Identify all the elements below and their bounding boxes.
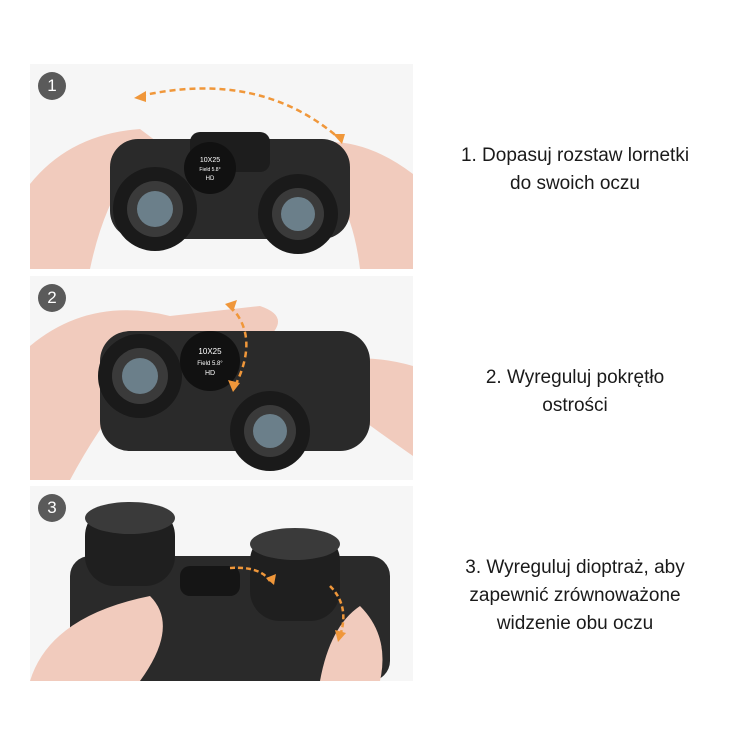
- step-2-photo: 2 10X25 Field 5.8° HD: [30, 276, 413, 480]
- step-1-caption: 1. Dopasuj rozstaw lornetki do swoich oc…: [460, 145, 690, 194]
- binoculars-illustration: 10X25 Field 5.8° HD: [30, 87, 413, 269]
- binoculars-illustration: 10X25 Field 5.8° HD: [30, 300, 413, 480]
- curved-double-arrow-icon: [225, 300, 248, 392]
- step-number-badge: 2: [38, 284, 66, 312]
- step-3-photo: 3: [30, 486, 413, 681]
- curved-double-arrow-icon: [229, 566, 346, 642]
- binoculars-illustration: [30, 502, 390, 681]
- step-number-badge: 1: [38, 72, 66, 100]
- focus-wheel-model: 10X25: [198, 347, 222, 356]
- step-number-badge: 3: [38, 494, 66, 522]
- curved-double-arrow-icon: [134, 87, 345, 144]
- focus-wheel-hd: HD: [205, 370, 215, 377]
- focus-wheel-field: Field 5.8°: [199, 167, 220, 173]
- step-1-photo: 1 10X25 Field 5.8° HD: [30, 64, 413, 269]
- step-3-caption: 3. Wyreguluj dioptraż, aby zapewnić zrów…: [465, 557, 685, 634]
- focus-wheel-field: Field 5.8°: [197, 361, 223, 367]
- focus-wheel-hd: HD: [206, 176, 215, 182]
- focus-wheel-model: 10X25: [200, 157, 220, 164]
- step-2-caption: 2. Wyreguluj pokrętło ostrości: [485, 367, 665, 416]
